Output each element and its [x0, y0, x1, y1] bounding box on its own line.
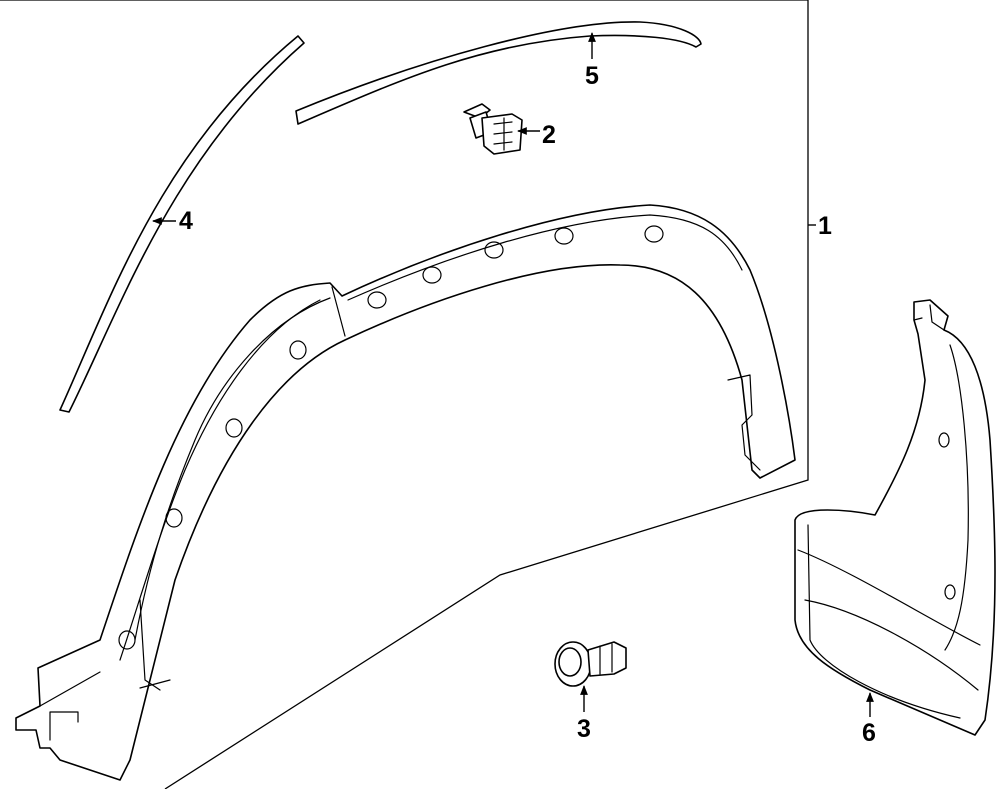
clip-part-2: [463, 103, 523, 155]
callout-2: 2: [542, 121, 556, 149]
callout-4: 4: [179, 207, 193, 235]
trim-strip-part-5: [295, 21, 702, 125]
callout-6: 6: [862, 719, 876, 747]
assembly-frame: [0, 0, 809, 789]
callout-5: 5: [585, 62, 599, 90]
fastener-part-3: [554, 641, 627, 687]
mud-flap-part-6: [794, 299, 996, 736]
molding-strip-part-4: [59, 35, 305, 413]
callout-1: 1: [818, 212, 832, 240]
callout-3: 3: [577, 715, 591, 743]
fender-flare-part-1: [15, 204, 796, 781]
